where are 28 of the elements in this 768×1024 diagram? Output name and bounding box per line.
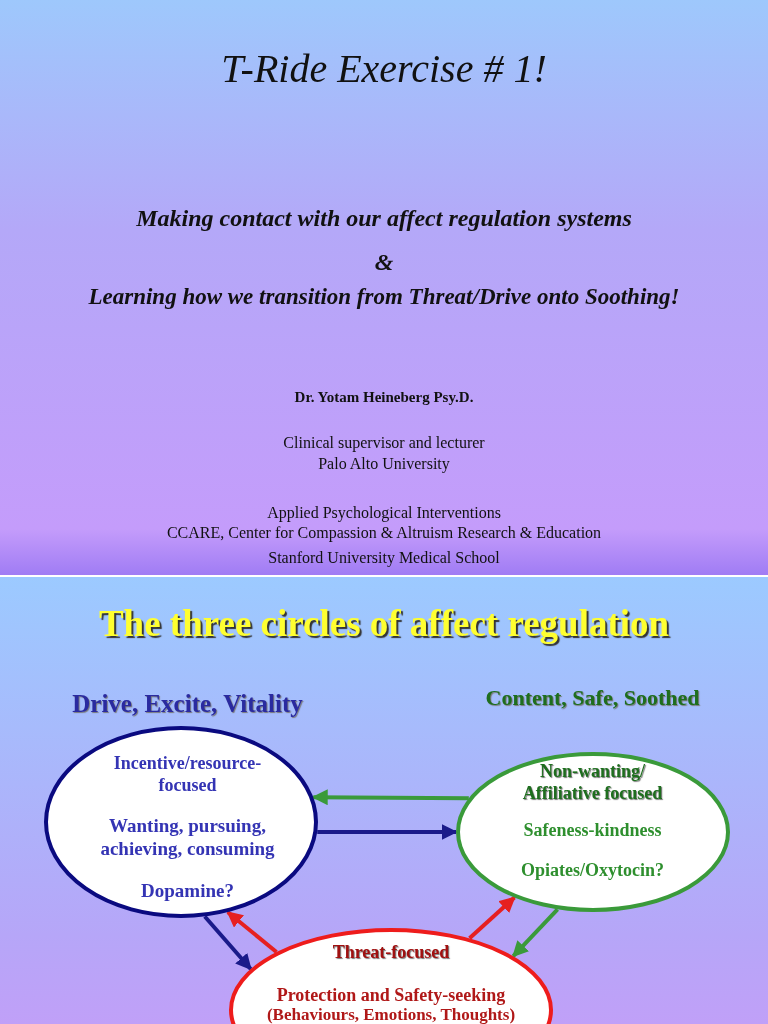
arrow — [226, 910, 278, 954]
affiliation-text: Clinical supervisor and lecturer — [283, 434, 485, 452]
ellipse-text: Dopamine? — [140, 880, 235, 903]
slide-title: T-Ride Exercise # 1! — [220, 45, 548, 92]
arrow — [468, 896, 516, 940]
ellipse-text: Safeness-kindness — [522, 820, 663, 842]
subtitle: Making contact with our affect regulation systems — [136, 205, 632, 232]
circle-heading: Drive, Excite, Vitality — [71, 689, 304, 719]
subtitle: Learning how we transition from Threat/Drive onto Soothing! — [88, 284, 680, 310]
arrow — [203, 915, 253, 971]
affiliation-text: Stanford University Medical School — [268, 549, 500, 567]
affiliation-text: CCARE, Center for Compassion & Altruism Research & Education — [166, 524, 602, 542]
circle-heading: Content, Safe, Soothed — [484, 685, 701, 712]
arrow — [317, 824, 458, 840]
ellipse-text: (Behaviours, Emotions, Thoughts) — [265, 1005, 517, 1024]
ellipse-text: Non-wanting/ Affiliative focused — [521, 761, 664, 805]
affiliation-text: Palo Alto University — [318, 455, 450, 473]
ellipse-text: Protection and Safety-seeking — [275, 985, 507, 1007]
author-name: Dr. Yotam Heineberg Psy.D. — [294, 389, 474, 406]
ellipse-text: Opiates/Oxytocin? — [520, 860, 665, 882]
arrow — [311, 789, 469, 806]
slide-heading: The three circles of affect regulation — [98, 602, 670, 645]
ellipse-text: Wanting, pursuing, achieving, consuming — [99, 815, 276, 861]
subtitle: & — [374, 249, 394, 276]
arrow — [511, 907, 559, 958]
affiliation-text: Applied Psychological Interventions — [267, 504, 501, 522]
ellipse-text: Threat-focused — [331, 942, 451, 964]
ellipse-text: Incentive/resource-focused — [112, 753, 263, 797]
